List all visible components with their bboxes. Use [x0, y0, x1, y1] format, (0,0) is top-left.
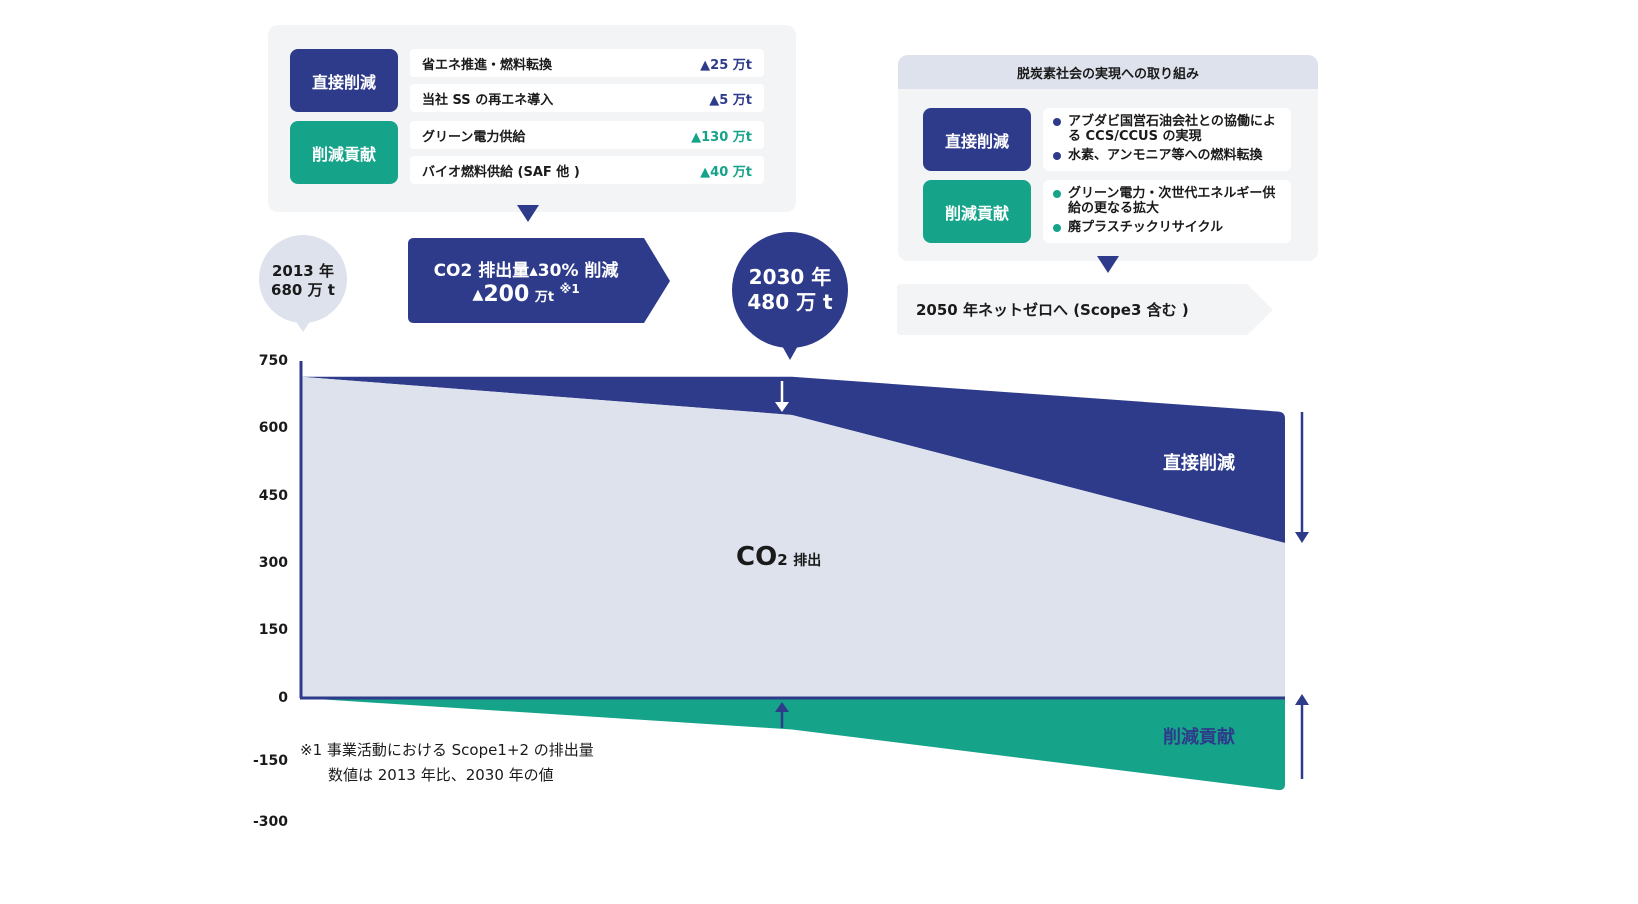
right-direct-item-1: アブダビ国営石油会社との協働による CCS/CCUS の実現 — [1053, 114, 1281, 144]
right-contrib-item-1: グリーン電力・次世代エネルギー供給の更なる拡大 — [1053, 186, 1281, 216]
reduction-banner-shape — [408, 238, 670, 323]
footnote: ※1 事業活動における Scope1+2 の排出量 数値は 2013 年比、20… — [300, 738, 594, 788]
bubble-2030-text: 2030 年 480 万 t — [730, 265, 850, 315]
y-tick-label: 150 — [258, 622, 288, 638]
footnote-line2: 数値は 2013 年比、2030 年の値 — [328, 766, 554, 784]
item-label: グリーン電力供給 — [422, 129, 526, 145]
item-label: 当社 SS の再エネ導入 — [422, 92, 554, 108]
left-contribution-label: 削減貢献 — [290, 121, 398, 184]
right-contribution-label: 削減貢献 — [923, 180, 1031, 243]
y-tick-label: -150 — [252, 753, 288, 769]
left-panel-down-arrow-icon — [517, 205, 539, 222]
bubble-2013-shape — [259, 235, 347, 332]
right-down-arrow-icon — [1295, 412, 1309, 543]
bullet-dot-icon — [1053, 224, 1061, 232]
y-tick-label: 750 — [258, 353, 288, 369]
item-value: ▲40 万t — [700, 164, 752, 180]
y-tick-label: -300 — [252, 814, 288, 830]
left-direct-reduction-label: 直接削減 — [290, 49, 398, 112]
item-value: ▲130 万t — [691, 129, 752, 145]
banner-value: ▴200 — [472, 282, 530, 307]
co2-emission-area — [301, 376, 1285, 698]
banner-note: ※1 — [559, 282, 580, 296]
bubble-2030-shape — [732, 232, 848, 360]
banner-unit: 万t — [534, 290, 555, 305]
item-label: バイオ燃料供給 (SAF 他 ) — [422, 164, 580, 180]
y-tick-label: 300 — [258, 555, 288, 571]
bullet-text: アブダビ国営石油会社との協働による CCS/CCUS の実現 — [1068, 114, 1276, 144]
contribution-area-label: 削減貢献 — [1163, 727, 1235, 748]
co2-area-label: CO2 排出 — [736, 542, 821, 572]
netzero-text: 2050 年ネットゼロへ (Scope3 含む ) — [916, 301, 1189, 319]
direct-reduction-area — [301, 376, 1285, 543]
bullet-dot-icon — [1053, 118, 1061, 126]
left-direct-item-2: 当社 SS の再エネ導入 ▲5 万t — [410, 84, 764, 112]
co2-label-suffix: 排出 — [793, 553, 822, 569]
co2-label-main: CO — [736, 542, 778, 572]
right-contrib-item-2: 廃プラスチックリサイクル — [1053, 220, 1281, 235]
bullet-text: 水素、アンモニア等への燃料転換 — [1068, 148, 1263, 163]
item-label: 省エネ推進・燃料転換 — [422, 57, 553, 73]
bullet-dot-icon — [1053, 152, 1061, 160]
y-tick-label: 450 — [258, 488, 288, 504]
bubble-2013-text: 2013 年 680 万 t — [257, 262, 349, 300]
bubble-2030-value: 480 万 t — [747, 290, 833, 314]
direct-down-arrow-icon — [775, 381, 789, 412]
bullet-dot-icon — [1053, 190, 1061, 198]
reduction-banner-line1: CO2 排出量▴30% 削減 — [433, 261, 619, 281]
right-up-arrow-icon — [1295, 694, 1309, 779]
netzero-banner-shape — [897, 284, 1273, 335]
left-direct-item-1: 省エネ推進・燃料転換 ▲25 万t — [410, 49, 764, 77]
right-direct-item-2: 水素、アンモニア等への燃料転換 — [1053, 148, 1281, 163]
footnote-line1: ※1 事業活動における Scope1+2 の排出量 — [300, 741, 594, 759]
co2-label-sub: 2 — [777, 551, 788, 569]
y-tick-label: 0 — [278, 690, 288, 706]
right-direct-reduction-label: 直接削減 — [923, 108, 1031, 171]
left-contrib-item-1: グリーン電力供給 ▲130 万t — [410, 121, 764, 149]
bubble-2013-year: 2013 年 — [272, 262, 334, 280]
right-direct-items: アブダビ国営石油会社との協働による CCS/CCUS の実現 水素、アンモニア等… — [1043, 108, 1291, 171]
item-value: ▲25 万t — [700, 57, 752, 73]
right-contrib-items: グリーン電力・次世代エネルギー供給の更なる拡大 廃プラスチックリサイクル — [1043, 180, 1291, 243]
bubble-2013-value: 680 万 t — [271, 281, 335, 299]
right-panel-header-text: 脱炭素社会の実現への取り組み — [1016, 66, 1199, 82]
item-value: ▲5 万t — [709, 92, 752, 108]
reduction-banner-line2: ▴200 万t ※1 — [408, 282, 644, 307]
contribution-up-arrow-icon — [775, 702, 789, 728]
contribution-area — [301, 698, 1285, 791]
y-tick-label: 600 — [258, 420, 288, 436]
right-panel-down-arrow-icon — [1097, 256, 1119, 273]
bullet-text: グリーン電力・次世代エネルギー供給の更なる拡大 — [1068, 186, 1276, 216]
bullet-text: 廃プラスチックリサイクル — [1068, 220, 1224, 235]
direct-area-label: 直接削減 — [1163, 453, 1235, 474]
left-contrib-item-2: バイオ燃料供給 (SAF 他 ) ▲40 万t — [410, 156, 764, 184]
right-panel-header: 脱炭素社会の実現への取り組み — [898, 55, 1318, 89]
bubble-2030-year: 2030 年 — [748, 265, 832, 289]
